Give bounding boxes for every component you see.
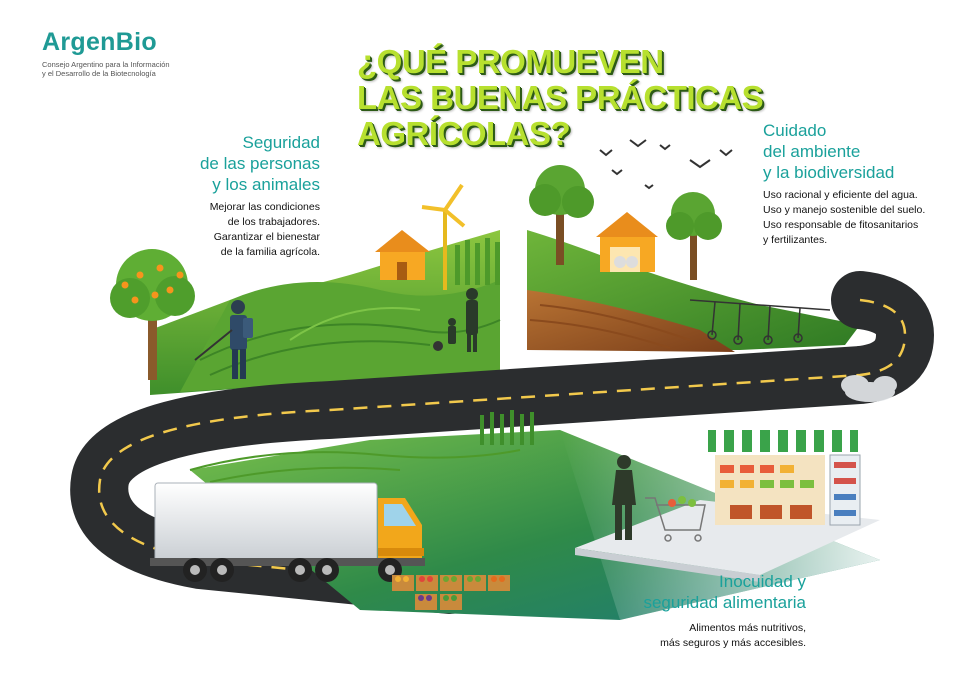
section-body: Mejorar las condiciones de los trabajado… (80, 200, 320, 260)
title-line: LAS BUENAS PRÁCTICAS (357, 79, 764, 116)
section-heading: Cuidado del ambiente y la biodiversidad (763, 120, 973, 183)
logo-subtitle: Consejo Argentino para la Información y … (42, 60, 212, 78)
body-line: Uso racional y eficiente del agua. (763, 189, 918, 201)
section-seguridad-personas: Seguridad de las personas y los animales… (80, 132, 320, 260)
section-body: Uso racional y eficiente del agua. Uso y… (763, 188, 973, 248)
birds-icon (599, 139, 733, 190)
section-cuidado-ambiente: Cuidado del ambiente y la biodiversidad … (763, 120, 973, 248)
tree-icon (529, 165, 594, 265)
barn-icon (596, 212, 658, 272)
body-line: más seguros y más accesibles. (660, 637, 806, 649)
title-line: AGRÍCOLAS? (357, 115, 571, 152)
wind-turbine-icon (421, 183, 466, 290)
argenbio-logo: ArgenBio (42, 28, 157, 56)
farmer-sprayer-icon (194, 300, 253, 379)
market-stall-icon (708, 430, 861, 526)
irrigation-pivot-icon (689, 299, 831, 345)
body-line: y fertilizantes. (763, 234, 828, 246)
logo-subtitle-line: Consejo Argentino para la Información (42, 60, 170, 69)
logo-subtitle-line: y el Desarrollo de la Biotecnología (42, 69, 156, 78)
house-icon (375, 230, 430, 280)
section-inocuidad-alimentaria: Inocuidad y seguridad alimentaria Alimen… (546, 571, 806, 651)
orange-tree-icon (110, 249, 195, 380)
title-line: ¿QUÉ PROMUEVEN (357, 43, 664, 80)
body-line: Mejorar las condiciones (209, 201, 320, 213)
family-icon (433, 288, 478, 352)
body-line: Garantizar el bienestar (213, 231, 320, 243)
body-line: de los trabajadores. (227, 216, 320, 228)
heading-line: Inocuidad y (719, 572, 806, 591)
heading-line: Cuidado (763, 121, 827, 140)
body-line: Uso y manejo sostenible del suelo. (763, 204, 926, 216)
heading-line: y la biodiversidad (763, 163, 895, 182)
page-title: ¿QUÉ PROMUEVEN LAS BUENAS PRÁCTICAS AGRÍ… (357, 43, 764, 152)
section-heading: Seguridad de las personas y los animales (80, 132, 320, 195)
body-line: de la familia agrícola. (220, 246, 320, 258)
body-line: Uso responsable de fitosanitarios (763, 219, 919, 231)
winding-road (70, 271, 935, 614)
produce-crates-icon (392, 575, 510, 610)
heading-line: y los animales (212, 175, 320, 194)
heading-line: de las personas (199, 154, 320, 173)
heading-line: seguridad alimentaria (643, 593, 806, 612)
shopper-cart-icon (612, 455, 706, 542)
section-body: Alimentos más nutritivos, más seguros y … (546, 621, 806, 651)
tree-icon (666, 192, 722, 280)
cloud-icon (841, 375, 897, 402)
truck-icon (150, 482, 425, 582)
heading-line: del ambiente (763, 142, 861, 161)
body-line: Alimentos más nutritivos, (689, 622, 806, 634)
section-heading: Inocuidad y seguridad alimentaria (546, 571, 806, 613)
heading-line: Seguridad (242, 133, 320, 152)
